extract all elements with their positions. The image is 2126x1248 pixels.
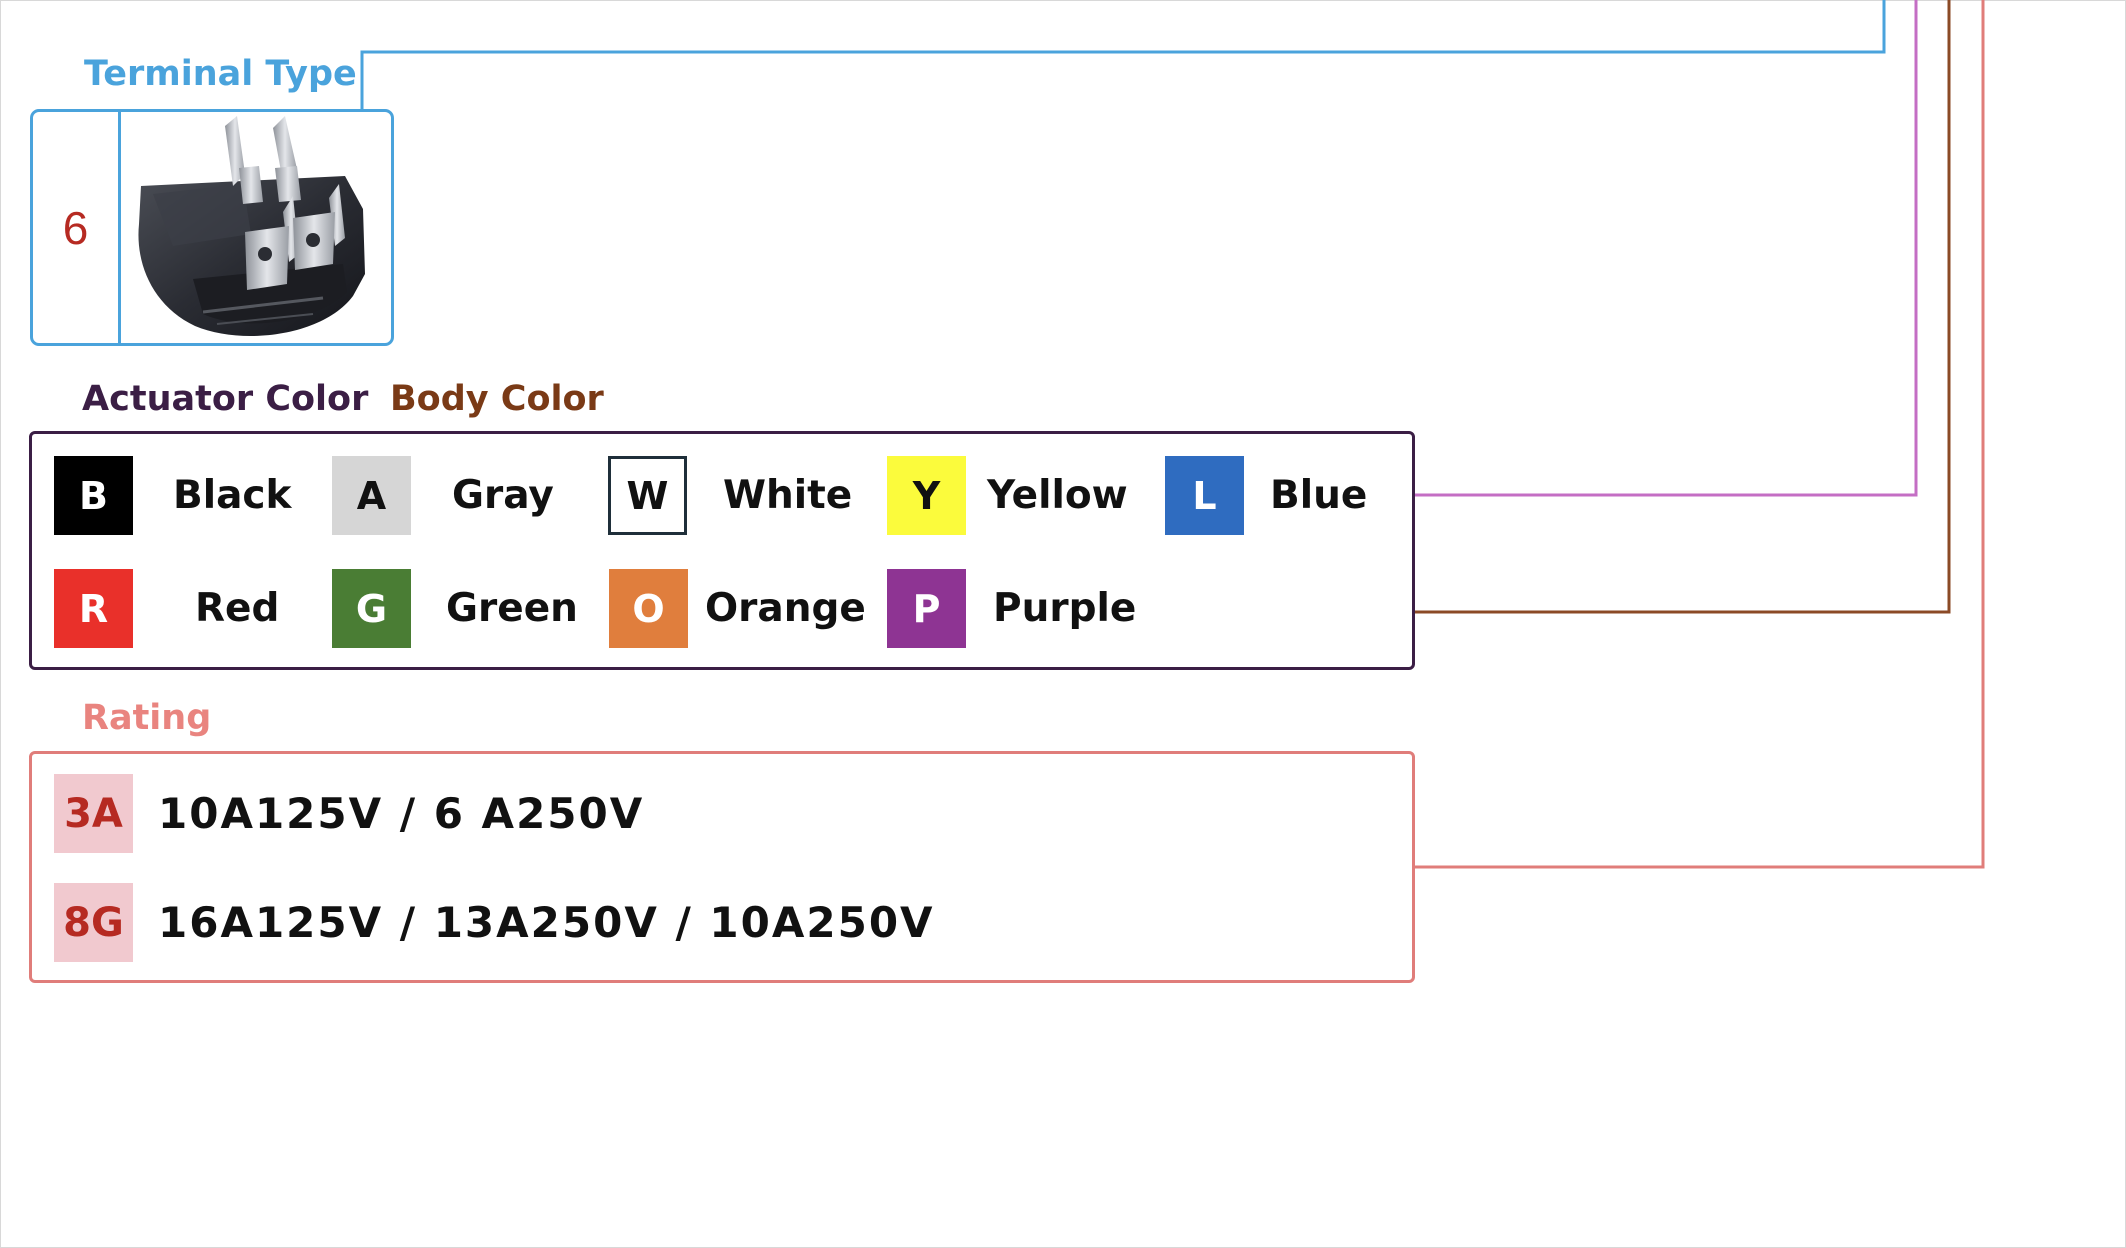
rating-connector-line (1415, 0, 1985, 869)
terminal-divider (118, 112, 121, 343)
body-color-heading: Body Color (390, 379, 604, 419)
color-swatch-orange: O (609, 569, 688, 648)
actuator-connector-line (1415, 0, 1918, 497)
rocker-switch-image (138, 116, 365, 336)
color-name-black: Black (173, 473, 292, 518)
color-swatch-green: G (332, 569, 411, 648)
terminal-connector-line (360, 0, 1886, 109)
terminal-type-heading: Terminal Type (84, 54, 357, 94)
rating-heading: Rating (82, 698, 212, 738)
color-name-green: Green (446, 586, 578, 631)
color-swatch-yellow: Y (887, 456, 966, 535)
color-swatch-black: B (54, 456, 133, 535)
color-swatch-gray: A (332, 456, 411, 535)
terminal-code: 6 (62, 201, 89, 254)
rating-code-3a: 3A (54, 774, 133, 853)
color-swatch-red: R (54, 569, 133, 648)
color-name-gray: Gray (452, 473, 554, 518)
body-connector-line (1415, 0, 1951, 614)
color-name-red: Red (195, 586, 280, 631)
rating-code-8g: 8G (54, 883, 133, 962)
rating-text-3a: 10A125V / 6 A250V (158, 789, 645, 838)
rating-text-8g: 16A125V / 13A250V / 10A250V (158, 898, 935, 947)
color-swatch-white: W (608, 456, 687, 535)
rating-options-box: 3A 10A125V / 6 A250V 8G 16A125V / 13A250V /… (29, 751, 1415, 983)
color-name-white: White (723, 473, 853, 518)
color-name-blue: Blue (1270, 473, 1368, 518)
terminal-type-box: 6 (30, 109, 394, 346)
color-swatch-blue: L (1165, 456, 1244, 535)
color-name-purple: Purple (993, 586, 1137, 631)
color-swatch-purple: P (887, 569, 966, 648)
actuator-color-heading: Actuator Color (82, 379, 369, 419)
color-name-yellow: Yellow (987, 473, 1128, 518)
color-name-orange: Orange (705, 586, 866, 631)
